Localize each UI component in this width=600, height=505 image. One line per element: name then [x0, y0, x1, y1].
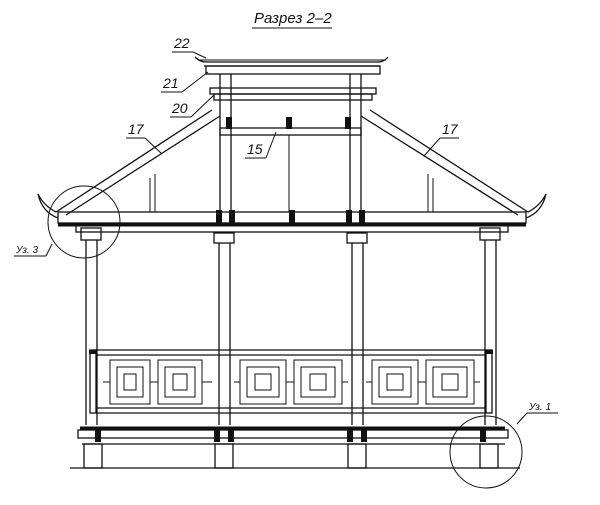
- leader-20: 20: [170, 94, 215, 118]
- leader-15: 15: [245, 131, 277, 159]
- leader-22: 22: [172, 35, 207, 59]
- svg-text:15: 15: [247, 141, 263, 157]
- knot-label-right-group: Уз. 1: [516, 402, 558, 425]
- upper-beams: [209, 87, 377, 101]
- svg-text:22: 22: [173, 35, 190, 51]
- lattice-bay-1: [103, 359, 212, 405]
- leader-17-right: 17: [423, 121, 459, 157]
- lattice-bay-2: [234, 359, 348, 405]
- knot-label-right: Уз. 1: [528, 402, 551, 413]
- main-roof-beam: [57, 210, 527, 233]
- section-title: Разрез 2–2: [254, 10, 332, 27]
- floor-structure: [70, 426, 520, 469]
- knot-circle-right: [449, 415, 523, 489]
- knot-label-left: Уз. 3: [15, 245, 38, 256]
- eaves: [37, 193, 547, 219]
- roof-slopes: [55, 109, 529, 216]
- svg-text:17: 17: [128, 121, 145, 137]
- svg-text:21: 21: [162, 75, 179, 91]
- leader-17-left: 17: [126, 121, 163, 155]
- knot-label-left-group: Уз. 3: [14, 243, 53, 257]
- knot-circle-left: [47, 185, 121, 259]
- svg-text:17: 17: [442, 121, 459, 137]
- leader-21: 21: [161, 71, 209, 93]
- lattice-bay-3: [366, 359, 480, 405]
- upper-posts: [219, 74, 362, 225]
- roof-cap: [194, 56, 389, 75]
- columns: [85, 240, 497, 425]
- railing: [89, 349, 493, 414]
- column-capitals: [80, 227, 501, 244]
- upper-tie-beam: [219, 117, 362, 136]
- svg-text:20: 20: [171, 100, 188, 116]
